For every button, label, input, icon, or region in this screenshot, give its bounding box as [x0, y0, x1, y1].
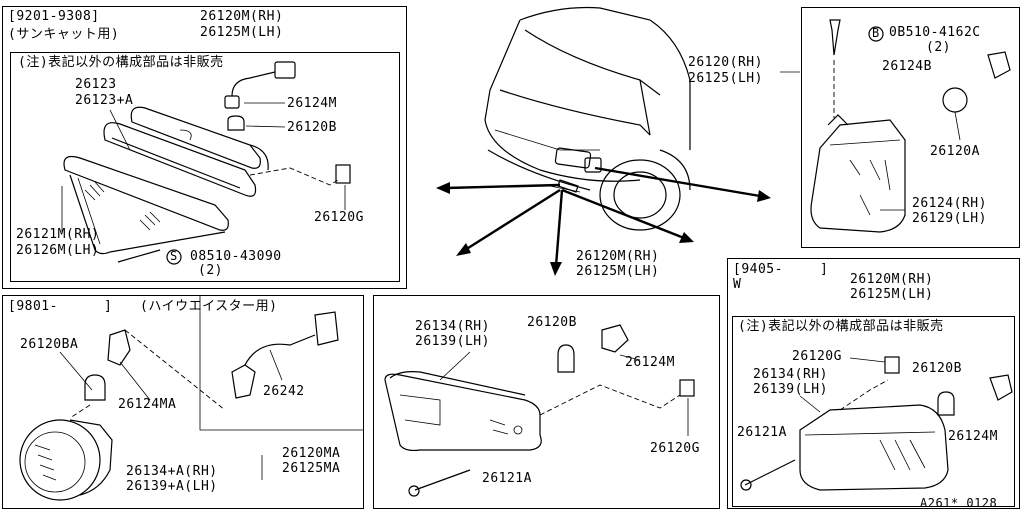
variant-bottom-left: (ハイウエイスター用) [140, 299, 278, 314]
label-26120g: 26120G [314, 210, 364, 225]
label-26124m-center: 26124M [625, 355, 675, 370]
label-26125ma: 26125MA [282, 461, 341, 476]
label-26123a: 26123+A [75, 93, 134, 108]
label-26121a-center: 26121A [482, 471, 532, 486]
label-26129-top-right: 26129(LH) [912, 211, 987, 226]
label-26120b: 26120B [287, 120, 337, 135]
panel-bottom-right-inner [732, 316, 1015, 507]
lamp-assembly-top-left [61, 61, 351, 265]
part-rh-center: 26120M(RH) [576, 249, 660, 264]
panel-top-left [2, 6, 407, 289]
screw-code: 08510-43090 [190, 249, 282, 264]
label-26120a: 26120A [930, 144, 980, 159]
variant-code-bottom-right: W [733, 277, 742, 292]
part-rh-bottom-right: 26120M(RH) [850, 272, 934, 287]
label-26121a-bottom-right: 26121A [737, 425, 787, 440]
screw-qty: (2) [198, 263, 223, 278]
label-26120g-bottom-right: 26120G [792, 349, 842, 364]
part-rh-top-right: 26120(RH) [688, 55, 763, 70]
label-26139-bottom-right: 26139(LH) [753, 382, 828, 397]
lamp-assembly-center [384, 324, 695, 497]
part-rh-top-left: 26120M(RH) [200, 9, 284, 24]
label-26124m-bottom-right: 26124M [948, 429, 998, 444]
lamp-assembly-top-right [780, 19, 1011, 233]
label-26139a: 26139+A(LH) [126, 479, 218, 494]
screw-mark: S [170, 249, 178, 263]
label-26134-center: 26134(RH) [415, 319, 490, 334]
label-26120ba: 26120BA [20, 337, 79, 352]
label-26134-bottom-right: 26134(RH) [753, 367, 828, 382]
date-code-bottom-left: [9801- [8, 299, 58, 314]
label-26139-center: 26139(LH) [415, 334, 490, 349]
part-lh-top-left: 26125M(LH) [200, 25, 284, 40]
label-26124m: 26124M [287, 96, 337, 111]
bolt-qty: (2) [926, 40, 951, 55]
note-top-left: (注)表記以外の構成部品は非販売 [18, 55, 224, 70]
part-lh-bottom-right: 26125M(LH) [850, 287, 934, 302]
label-26126m: 26126M(LH) [16, 243, 100, 258]
panel-top-right [801, 7, 1020, 248]
label-26124-top-right: 26124(RH) [912, 196, 987, 211]
panel-bottom-right [727, 258, 1020, 509]
label-26120b-bottom-right: 26120B [912, 361, 962, 376]
note-bottom-right: (注)表記以外の構成部品は非販売 [738, 319, 944, 334]
lamp-assembly-bottom-right [740, 356, 1013, 491]
part-lh-top-right: 26125(LH) [688, 71, 763, 86]
label-26124ma: 26124MA [118, 397, 177, 412]
label-26134a: 26134+A(RH) [126, 464, 218, 479]
label-26124b: 26124B [882, 59, 932, 74]
label-26123: 26123 [75, 77, 117, 92]
part-lh-center: 26125M(LH) [576, 264, 660, 279]
label-26242: 26242 [263, 384, 305, 399]
label-26120ma: 26120MA [282, 446, 341, 461]
label-26120b-center: 26120B [527, 315, 577, 330]
panel-bottom-left [2, 295, 364, 509]
variant-top-left: (サンキャット用) [8, 27, 120, 42]
date-code-bottom-right: [9405- [733, 262, 783, 277]
date-code-top-left: [9201-9308] [8, 9, 100, 24]
car-front-drawing [484, 6, 691, 231]
panel-center-bottom [373, 295, 720, 509]
callout-arrows [436, 166, 771, 276]
date-close-bottom-left: ] [104, 299, 113, 314]
label-26120g-center: 26120G [650, 441, 700, 456]
panel-top-left-inner [10, 52, 400, 282]
diagram-code: A261* 0128 [920, 496, 998, 510]
bolt-code: 0B510-4162C [889, 25, 981, 40]
lamp-assembly-bottom-left [19, 295, 363, 501]
label-26121m: 26121M(RH) [16, 227, 100, 242]
date-close-bottom-right: ] [820, 262, 829, 277]
bolt-mark: B [872, 26, 880, 40]
